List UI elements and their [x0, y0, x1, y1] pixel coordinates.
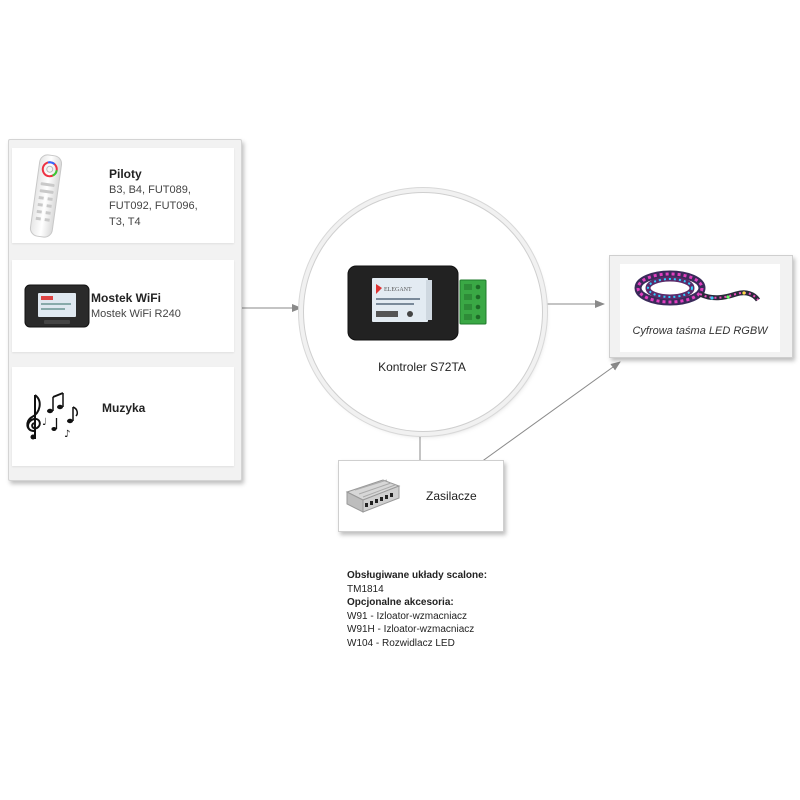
controller-label: Kontroler S72TA	[378, 360, 466, 374]
arrow-power-to-strip	[469, 361, 621, 471]
remote-title: Piloty	[109, 167, 142, 181]
wifi-bridge-device-icon	[24, 284, 90, 328]
svg-text:♪: ♪	[64, 429, 70, 440]
svg-text:♩: ♩	[42, 417, 47, 428]
led-strip-label: Cyfrowa taśma LED RGBW	[632, 325, 768, 337]
remote-models-line-2: FUT092, FUT096,	[109, 200, 198, 212]
wifi-bridge-model: Mostek WiFi R240	[91, 308, 181, 320]
power-supply-card: Zasilacze	[338, 460, 504, 532]
controller-brand-label: ELEGANT	[384, 287, 412, 293]
music-notes-icon: ♩ ♪	[26, 392, 78, 440]
wifi-bridge-card: Mostek WiFi Mostek WiFi R240	[12, 260, 234, 352]
accessory-item: W91H - Izloator-wzmacniacz	[347, 624, 475, 635]
chips-heading: Obsługiwane układy scalone:	[347, 570, 488, 581]
chip-item: TM1814	[347, 583, 384, 595]
music-card: ♩ ♪ Muzyka	[12, 367, 234, 466]
accessory-item: W91 - Izloator-wzmacniacz	[347, 610, 468, 622]
accessory-item: W104 - Rozwidlacz LED	[347, 637, 455, 649]
remote-models-line-3: T3, T4	[109, 216, 141, 228]
remote-control-icon	[29, 154, 63, 238]
power-supply-icon	[345, 479, 401, 513]
wifi-bridge-title: Mostek WiFi	[91, 291, 161, 305]
remote-models-line-1: B3, B4, FUT089,	[109, 184, 191, 196]
info-block: Obsługiwane układy scalone: TM1814 Opcjo…	[347, 569, 487, 650]
controller-device-icon: ELEGANT	[347, 265, 487, 341]
power-supply-label: Zasilacze	[426, 489, 477, 503]
music-title: Muzyka	[102, 401, 146, 415]
led-strip-icon	[634, 270, 761, 306]
remote-card: Piloty B3, B4, FUT089, FUT092, FUT096, T…	[12, 148, 234, 243]
accessories-heading: Opcjonalne akcesoria:	[347, 597, 454, 608]
